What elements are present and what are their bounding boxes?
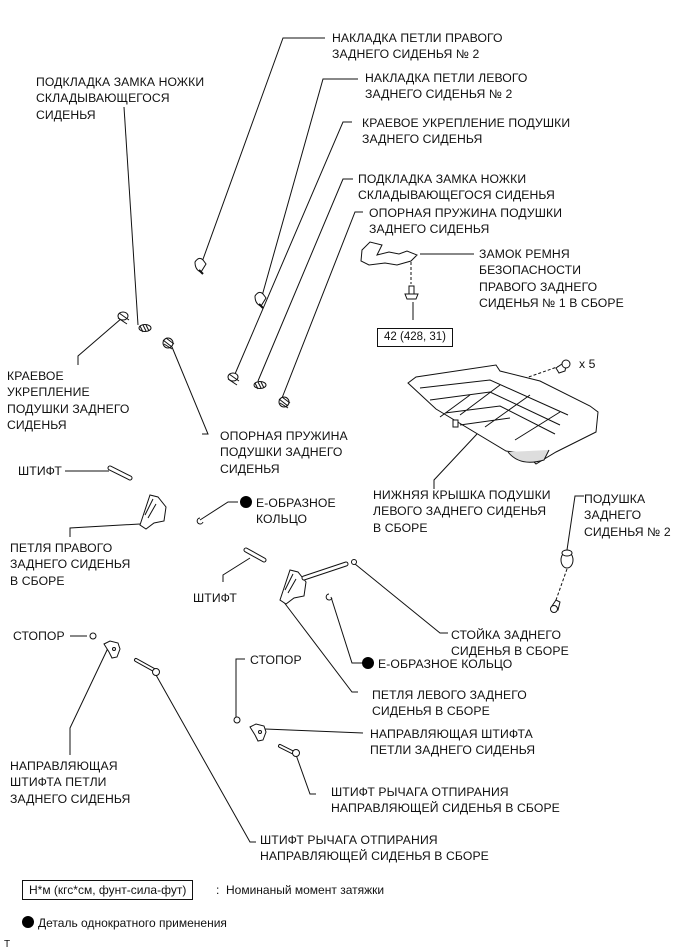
label-release-lever-pin-bottom: ШТИФТ РЫЧАГА ОТПИРАНИЯ НАПРАВЛЯЮЩЕЙ СИДЕ…: [260, 833, 489, 864]
label-pin: ШТИФТ: [18, 464, 62, 478]
hinge-cover-right-part: [194, 257, 207, 275]
label-hinge-pin-guide-right: НАПРАВЛЯЮЩАЯ ШТИФТА ПЕТЛИ ЗАДНЕГО СИДЕНЬ…: [370, 727, 536, 758]
nonreusable-icon: [240, 496, 252, 508]
leader-line: [235, 658, 245, 718]
label-release-lever-pin: ШТИФТ РЫЧАГА ОТПИРАНИЯ НАПРАВЛЯЮЩЕЙ СИДЕ…: [331, 785, 560, 816]
spring-part: [162, 337, 291, 409]
label-cushion-edge-reinforcement-left: КРАЕВОЕ УКРЕПЛЕНИЕ ПОДУШКИ ЗАДНЕГО СИДЕН…: [7, 369, 130, 433]
leader-line: [155, 674, 256, 843]
legend-nonreusable: Деталь однократного применения: [22, 916, 227, 930]
leader-line: [354, 563, 448, 634]
label-e-ring-2: Е-ОБРАЗНОЕ КОЛЬЦО: [362, 656, 512, 672]
leader-line: [69, 523, 141, 537]
footer-mark: T: [4, 939, 11, 950]
leader-line: [234, 121, 352, 375]
hinge-right-part: [139, 494, 167, 530]
cushion-2-part: [550, 549, 574, 613]
label-fold-leg-lock-pad: ПОДКЛАДКА ЗАМКА НОЖКИ СКЛАДЫВАЮЩЕГОСЯ СИ…: [358, 172, 555, 203]
dashed-line: [555, 568, 568, 601]
leader-line: [77, 317, 123, 365]
legend-torque-description: : Номинаный момент затяжки: [216, 883, 385, 897]
label-lower-cover-left: НИЖНЯЯ КРЫШКА ПОДУШКИ ЛЕВОГО ЗАДНЕГО СИД…: [373, 488, 551, 535]
legend-torque-unit-box: Н*м (кгс*см, фунт-сила-фут): [22, 880, 194, 900]
screw-part: [555, 359, 571, 374]
leader-line: [199, 501, 238, 521]
label-hinge-pin-guide-left: НАПРАВЛЯЮЩАЯ ШТИФТА ПЕТЛИ ЗАДНЕГО СИДЕНЬ…: [10, 759, 131, 806]
leader-line: [69, 647, 109, 755]
nonreusable-icon: [22, 916, 34, 928]
guide-part: [103, 640, 267, 742]
label-seatbelt-buckle: ЗАМОК РЕМНЯ БЕЗОПАСНОСТИ ПРАВОГО ЗАДНЕГО…: [479, 247, 624, 311]
bolt-part: [404, 285, 419, 300]
leader-line: [257, 178, 353, 382]
leader-line: [171, 346, 209, 435]
label-hinge-cover-left-2: НАКЛАДКА ПЕТЛИ ЛЕВОГО ЗАДНЕГО СИДЕНЬЯ № …: [365, 71, 528, 102]
leader-line: [264, 728, 364, 734]
label-seat-stand-assy: СТОЙКА ЗАДНЕГО СИДЕНЬЯ В СБОРЕ: [451, 628, 569, 659]
leader-line: [330, 596, 365, 664]
leader-line: [201, 37, 325, 263]
label-stopper-2: СТОПОР: [250, 653, 302, 667]
leader-line: [282, 600, 358, 693]
label-cushion-support-spring-left: ОПОРНАЯ ПРУЖИНА ПОДУШКИ ЗАДНЕГО СИДЕНЬЯ: [220, 429, 348, 476]
leader-line: [261, 78, 358, 297]
hinge-cover-left-part: [254, 291, 267, 309]
stopper-part: [89, 632, 241, 724]
label-cushion-support-spring: ОПОРНАЯ ПРУЖИНА ПОДУШКИ ЗАДНЕГО СИДЕНЬЯ: [369, 206, 563, 237]
leader-line: [566, 495, 584, 551]
label-e-ring: Е-ОБРАЗНОЕ КОЛЬЦО: [240, 495, 336, 528]
release-pin-part: [134, 658, 300, 757]
label-hinge-left-assy: ПЕТЛЯ ЛЕВОГО ЗАДНЕГО СИДЕНЬЯ В СБОРЕ: [372, 688, 527, 719]
leader-line: [294, 751, 316, 795]
leader-line: [433, 433, 478, 489]
label-cushion-2: ПОДУШКА ЗАДНЕГО СИДЕНЬЯ № 2: [584, 492, 671, 539]
leader-line: [281, 211, 363, 399]
label-pin-2: ШТИФТ: [193, 591, 237, 605]
label-stopper: СТОПОР: [13, 629, 65, 643]
label-fold-leg-lock-pad-left: ПОДКЛАДКА ЗАМКА НОЖКИ СКЛАДЫВАЮЩЕГОСЯ СИ…: [36, 75, 205, 122]
torque-spec-box: 42 (428, 31): [377, 328, 454, 347]
buckle-part: [360, 241, 418, 266]
lower-cover-part: [407, 364, 599, 465]
e-ring-part: [196, 517, 333, 601]
label-hinge-right-assy: ПЕТЛЯ ПРАВОГО ЗАДНЕГО СИДЕНЬЯ В СБОРЕ: [10, 541, 131, 588]
edge-reinforcement-part: [117, 311, 240, 386]
label-hinge-cover-right-2: НАКЛАДКА ПЕТЛИ ПРАВОГО ЗАДНЕГО СИДЕНЬЯ №…: [332, 31, 503, 62]
lock-pad-part: [138, 324, 267, 390]
label-cushion-edge-reinforcement: КРАЕВОЕ УКРЕПЛЕНИЕ ПОДУШКИ ЗАДНЕГО СИДЕН…: [362, 116, 571, 147]
pin-part: [107, 465, 267, 563]
hinge-left-part: [279, 559, 357, 605]
label-screw-count: x 5: [579, 357, 596, 371]
nonreusable-icon: [362, 657, 374, 669]
leader-line: [222, 557, 251, 582]
leader-line: [123, 106, 139, 326]
